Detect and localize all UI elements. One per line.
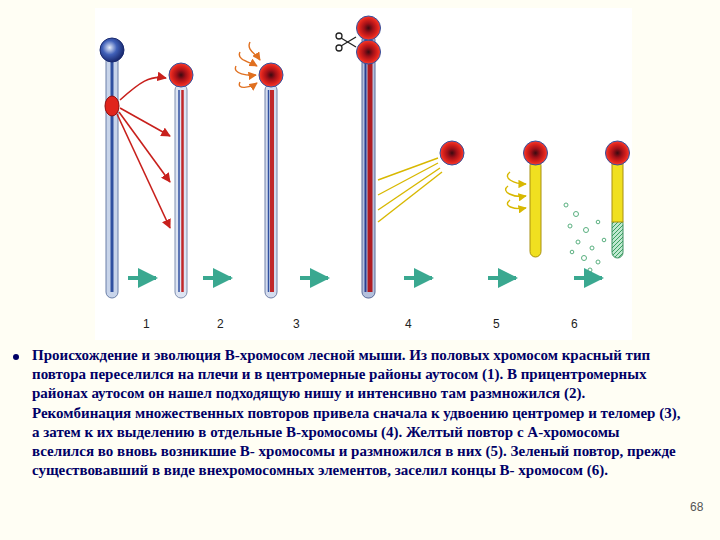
green-elements — [564, 203, 606, 272]
step-number: 1 — [143, 317, 150, 331]
chromosome-2 — [169, 63, 193, 298]
bullet — [13, 354, 19, 360]
chromosome-4 — [357, 16, 381, 298]
yellow-arrows — [378, 158, 526, 222]
step-number: 3 — [293, 317, 300, 331]
red-arrows — [117, 77, 170, 228]
scissors — [336, 33, 356, 51]
chromosome-5 — [440, 141, 548, 257]
step-number: 4 — [405, 317, 412, 331]
chromosome-1 — [100, 38, 124, 298]
step-number: 6 — [571, 317, 578, 331]
step-number: 5 — [493, 317, 500, 331]
panel — [95, 8, 632, 340]
step-number: 2 — [217, 317, 224, 331]
chromosome-6 — [606, 141, 630, 258]
page-number: 68 — [690, 500, 703, 514]
step-arrows — [128, 276, 602, 280]
orange-arrows — [235, 42, 260, 87]
caption: Происхождение и эволюция В-хромосом лесн… — [32, 346, 684, 480]
chromosome-3 — [259, 63, 283, 298]
